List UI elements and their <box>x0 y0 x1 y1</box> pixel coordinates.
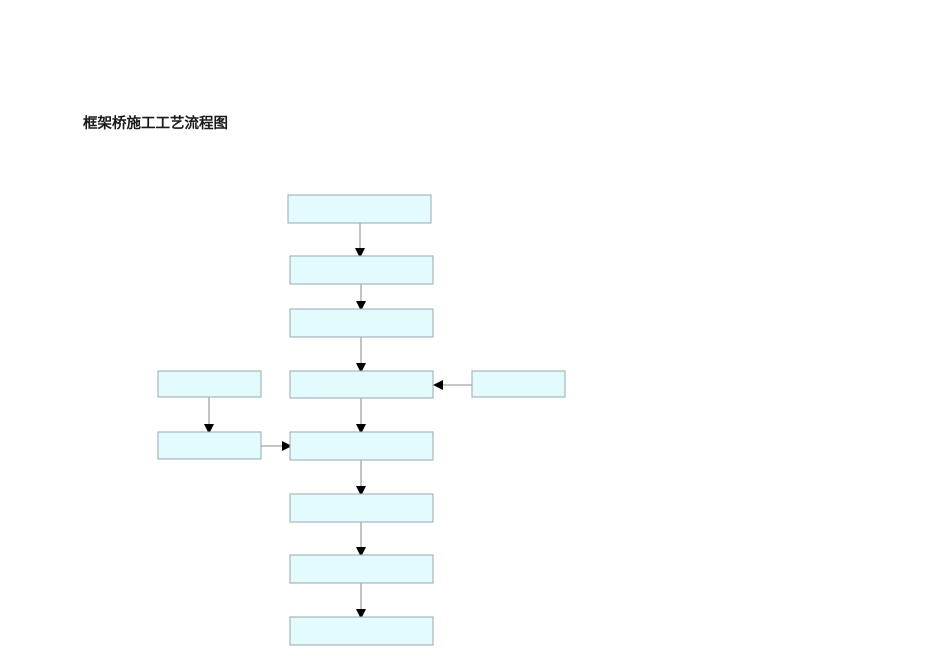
edge-n4-n5 <box>356 398 366 434</box>
page-title: 框架桥施工工艺流程图 <box>83 116 228 132</box>
edge-n7-n8 <box>356 583 366 619</box>
flow-node-left-2[interactable] <box>157 431 262 460</box>
flow-node-3[interactable] <box>289 308 434 338</box>
flow-node-1[interactable] <box>287 194 432 224</box>
flow-node-4[interactable] <box>289 370 434 399</box>
flow-node-8[interactable] <box>289 616 434 646</box>
flow-node-2[interactable] <box>289 255 434 285</box>
edge-l2-n5 <box>261 441 292 451</box>
edge-l1-l2 <box>204 397 214 434</box>
flow-node-6[interactable] <box>289 493 434 523</box>
edge-n6-n7 <box>356 522 366 557</box>
edge-n2-n3 <box>356 284 366 311</box>
edge-n5-n6 <box>356 460 366 496</box>
flow-node-7[interactable] <box>289 554 434 584</box>
flow-node-right-1[interactable] <box>471 370 566 398</box>
flow-node-5[interactable] <box>289 431 434 461</box>
edge-r1-n4 <box>433 380 472 390</box>
flow-node-left-1[interactable] <box>157 370 262 398</box>
edge-n3-n4 <box>356 337 366 373</box>
edge-n1-n2 <box>355 223 365 258</box>
